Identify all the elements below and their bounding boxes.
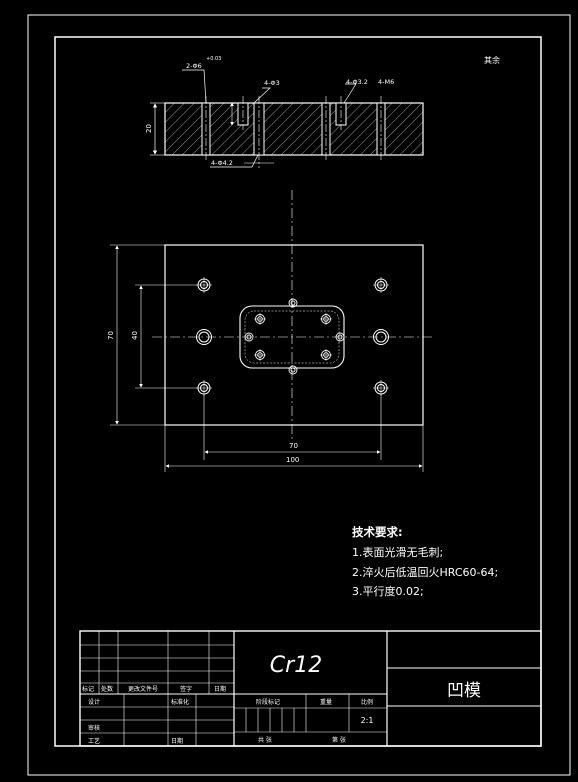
label-weight: 重量 [320, 698, 332, 706]
dim-bottom-holes: 4-Φ4.2 [211, 159, 233, 167]
label-stage: 阶段标记 [256, 698, 280, 706]
dim-top-thread: 4-M6 [378, 78, 394, 86]
section-view [150, 69, 424, 168]
tech-requirement-2: 2.淬火后低温回火HRC60-64; [352, 566, 499, 579]
dim-top-holes-1: 2-Φ6 [186, 62, 202, 70]
tech-requirement-1: 1.表面光滑无毛刺; [352, 546, 444, 559]
dim-width-inner: 70 [289, 442, 298, 450]
dim-top-tolerance: +0.03 [206, 56, 221, 62]
dim-thickness: 20 [145, 124, 153, 133]
title-scale: 2:1 [361, 716, 374, 725]
title-part-name: 凹模 [447, 681, 481, 701]
label-sheets: 共 张 [258, 736, 272, 744]
tech-requirement-3: 3.平行度0.02; [352, 585, 424, 598]
label-review: 审核 [88, 724, 100, 732]
label-sign: 签字 [180, 685, 192, 693]
title-block [79, 630, 542, 747]
label-date: 日期 [214, 685, 226, 693]
dim-height-inner: 40 [131, 331, 139, 340]
outer-frame [27, 14, 571, 776]
tech-requirements-heading: 技术要求: [352, 525, 403, 539]
label-count: 处数 [101, 685, 113, 693]
dim-top-holes-3: 4-Φ3.2 [346, 78, 368, 86]
label-designer: 设计 [88, 698, 100, 706]
title-material: Cr12 [270, 653, 322, 678]
corner-note: 其余 [484, 55, 500, 65]
label-sheet: 第 张 [332, 736, 346, 744]
title-block-labels: 标记 处数 更改文件号 签字 日期 设计 标准化 审核 工艺 日期 阶段标记 重… [82, 685, 373, 745]
label-ratio: 比例 [361, 698, 373, 706]
plan-view [110, 190, 432, 472]
dim-height-overall: 70 [107, 331, 115, 340]
label-date2: 日期 [171, 737, 183, 745]
label-mark: 标记 [82, 685, 94, 693]
label-zone: 更改文件号 [128, 685, 158, 693]
label-standard: 标准化 [171, 698, 189, 706]
label-process: 工艺 [88, 737, 100, 745]
dim-top-holes-2: 4-Φ3 [264, 79, 280, 87]
dim-width-overall: 100 [286, 456, 299, 464]
